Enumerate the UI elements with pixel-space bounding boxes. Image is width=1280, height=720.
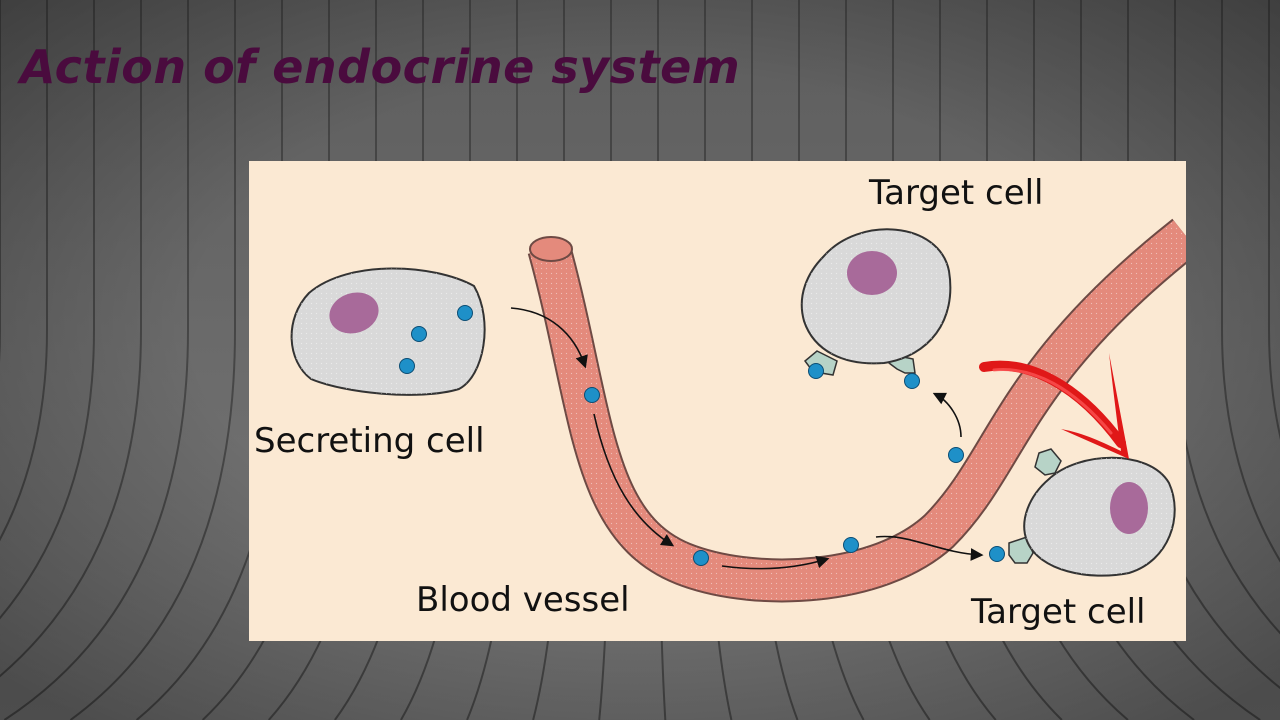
flow-arrow-icon [875, 535, 984, 561]
hormone-dot-icon [399, 358, 415, 374]
nucleus [847, 251, 897, 295]
label-target-cell-top: Target cell [868, 173, 1044, 213]
vessel-cap [529, 236, 573, 262]
hormone-dot-icon [948, 447, 964, 463]
hormone-dot-icon [843, 537, 859, 553]
flow-arrow-icon [721, 555, 830, 570]
red-highlight-arrow-icon [979, 353, 1129, 459]
target-cell-top [800, 228, 952, 389]
hormone-dot-icon [693, 550, 709, 566]
hormone-dot-icon [584, 387, 600, 403]
flow-arrow-icon [510, 307, 588, 369]
label-blood-vessel: Blood vessel [416, 580, 630, 620]
slide-title: Action of endocrine system [20, 40, 741, 94]
flow-arrow-icon [932, 392, 962, 438]
blood-vessel [527, 218, 1186, 603]
circulating-hormones [584, 387, 964, 566]
hormone-dot-icon [457, 305, 473, 321]
hormone-dot-icon [808, 363, 824, 379]
nucleus [1110, 482, 1148, 534]
hormone-dot-icon [989, 546, 1005, 562]
nucleus [329, 292, 379, 334]
target-cell-bottom [989, 448, 1176, 577]
hormone-dot-icon [411, 326, 427, 342]
endocrine-diagram: Secreting cell Blood vessel Target cell … [249, 161, 1186, 641]
hormone-dot-icon [904, 373, 920, 389]
label-secreting-cell: Secreting cell [254, 421, 485, 461]
flow-arrow-icon [593, 413, 675, 547]
label-target-cell-bottom: Target cell [970, 592, 1146, 632]
secreting-cell [290, 267, 486, 396]
flow-arrows [510, 307, 984, 570]
